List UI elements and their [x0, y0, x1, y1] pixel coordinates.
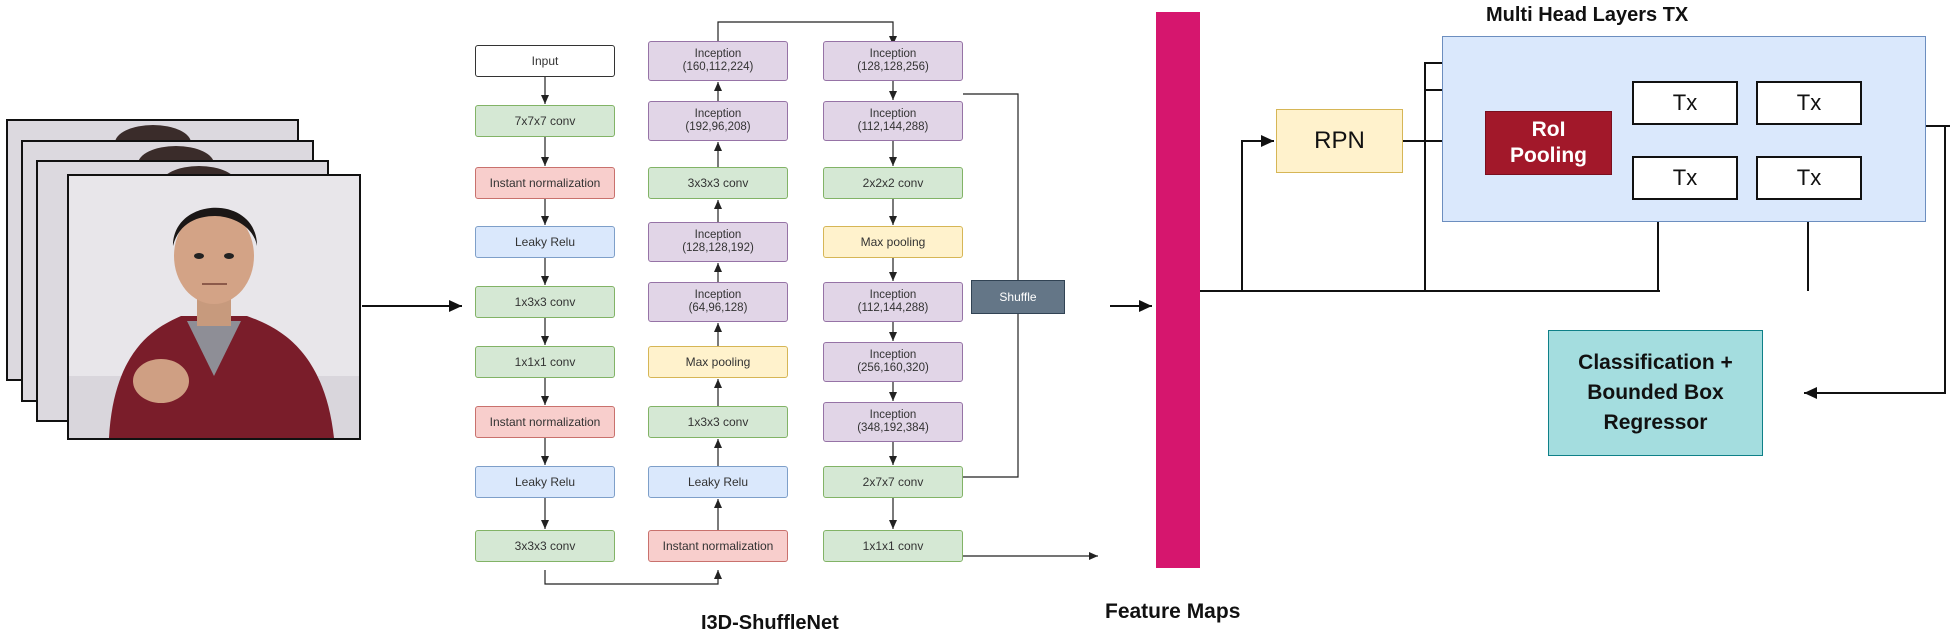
link-col1-col2 — [544, 570, 722, 585]
block-label: Instant normalization — [662, 539, 774, 553]
col2-block-instant-normalization: Instant normalization — [648, 530, 788, 562]
block-label: Leaky Relu — [514, 235, 576, 249]
block-label: 1x1x1 conv — [514, 355, 576, 369]
block-label: Inception (192,96,208) — [685, 108, 751, 133]
feature-maps-caption: Feature Maps — [1105, 600, 1241, 623]
col2-block-max-pooling: Max pooling — [648, 346, 788, 378]
col1-block-1x1x1-conv: 1x1x1 conv — [475, 346, 615, 378]
col1-block-input: Input — [475, 45, 615, 77]
col2-block-inception: Inception (128,128,192) — [648, 222, 788, 262]
col3-block-1x1x1-conv: 1x1x1 conv — [823, 530, 963, 562]
block-label: Inception (128,128,192) — [682, 229, 754, 254]
block-label: Inception (160,112,224) — [682, 48, 754, 73]
block-label: 1x3x3 conv — [687, 415, 749, 429]
tx-box-1: Tx — [1632, 81, 1738, 125]
classification-regressor-block: Classification + Bounded Box Regressor — [1548, 330, 1763, 456]
col1-block-7x7x7-conv: 7x7x7 conv — [475, 105, 615, 137]
rpn-block: RPN — [1276, 109, 1403, 173]
col2-block-1x3x3-conv: 1x3x3 conv — [648, 406, 788, 438]
col2-block-inception: Inception (192,96,208) — [648, 101, 788, 141]
block-label: Leaky Relu — [514, 475, 576, 489]
block-label: 3x3x3 conv — [687, 176, 749, 190]
roi-pooling-block: RoI Pooling — [1485, 111, 1612, 175]
col2-block-leaky-relu: Leaky Relu — [648, 466, 788, 498]
shuffle-block: Shuffle — [971, 280, 1065, 314]
col2-block-inception: Inception (64,96,128) — [648, 282, 788, 322]
link-col2-col3 — [717, 21, 897, 45]
block-label: Input — [531, 54, 559, 68]
block-label: Inception (128,128,256) — [857, 48, 929, 73]
block-label: Max pooling — [860, 235, 926, 249]
block-label: Inception (112,144,288) — [857, 289, 929, 314]
block-label: Inception (348,192,384) — [857, 409, 929, 434]
col1-block-leaky-relu: Leaky Relu — [475, 466, 615, 498]
video-frame-4 — [67, 174, 361, 440]
col1-block-leaky-relu: Leaky Relu — [475, 226, 615, 258]
col2-block-3x3x3-conv: 3x3x3 conv — [648, 167, 788, 199]
col3-block-max-pooling: Max pooling — [823, 226, 963, 258]
block-label: 3x3x3 conv — [514, 539, 576, 553]
col3-block-inception: Inception (112,144,288) — [823, 282, 963, 322]
tx-box-3: Tx — [1632, 156, 1738, 200]
col3-block-inception: Inception (348,192,384) — [823, 402, 963, 442]
block-label: Inception (112,144,288) — [857, 108, 929, 133]
block-label: 2x7x7 conv — [862, 475, 924, 489]
col1-block-3x3x3-conv: 3x3x3 conv — [475, 530, 615, 562]
block-label: Leaky Relu — [687, 475, 749, 489]
block-label: Instant normalization — [489, 415, 601, 429]
col1-block-instant-normalization: Instant normalization — [475, 406, 615, 438]
person-icon — [69, 176, 359, 438]
col3-block-inception: Inception (256,160,320) — [823, 342, 963, 382]
block-label: 2x2x2 conv — [862, 176, 924, 190]
block-label: 1x1x1 conv — [862, 539, 924, 553]
block-label: Max pooling — [685, 355, 751, 369]
col3-block-inception: Inception (128,128,256) — [823, 41, 963, 81]
col3-block-inception: Inception (112,144,288) — [823, 101, 963, 141]
tx-box-2: Tx — [1756, 81, 1862, 125]
link-feature-rpn — [1200, 135, 1274, 292]
block-label: 7x7x7 conv — [514, 114, 576, 128]
col3-block-2x2x2-conv: 2x2x2 conv — [823, 167, 963, 199]
tx-box-4: Tx — [1756, 156, 1862, 200]
block-label: Instant normalization — [489, 176, 601, 190]
col1-block-1x3x3-conv: 1x3x3 conv — [475, 286, 615, 318]
col2-block-inception: Inception (160,112,224) — [648, 41, 788, 81]
feature-maps-bar — [1156, 12, 1200, 568]
col3-block-2x7x7-conv: 2x7x7 conv — [823, 466, 963, 498]
i3d-caption: I3D-ShuffleNet — [701, 612, 839, 634]
block-label: Inception (64,96,128) — [688, 289, 748, 314]
multi-head-title: Multi Head Layers TX — [1486, 4, 1689, 26]
col1-block-instant-normalization: Instant normalization — [475, 167, 615, 199]
block-label: 1x3x3 conv — [514, 295, 576, 309]
block-label: Inception (256,160,320) — [857, 349, 929, 374]
link-panel-output — [1804, 125, 1950, 393]
